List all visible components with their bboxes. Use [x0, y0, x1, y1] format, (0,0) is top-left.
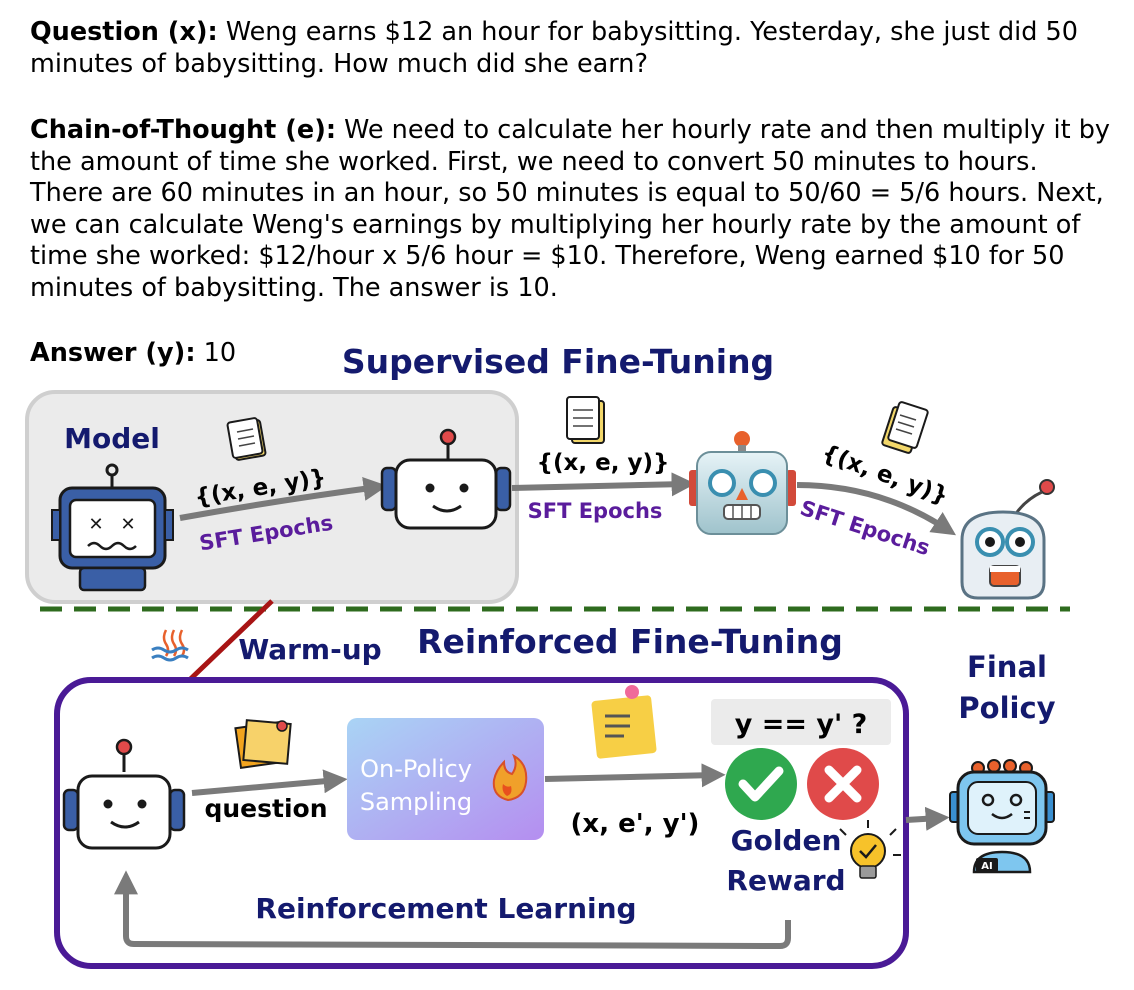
check-label-box [711, 699, 891, 745]
robot-icon [960, 479, 1055, 600]
sft-title: Supervised Fine-Tuning [342, 342, 774, 381]
cot-label: Chain-of-Thought (e): [30, 115, 337, 145]
golden-reward-label-2: Reward [726, 864, 845, 897]
on-policy-sampling-box [347, 718, 544, 840]
sticky-note-icon [234, 719, 292, 769]
sample-label: (x, e', y') [571, 809, 700, 839]
sticky-note-icon [591, 685, 657, 759]
question-paragraph: Question (x): Weng earns $12 an hour for… [30, 17, 1110, 80]
sft-data-label-2: {(x, e, y)} [537, 450, 670, 476]
cot-text: We need to calculate her hourly rate and… [30, 115, 1110, 303]
check-label: y == y' ? [735, 709, 868, 740]
warmup-label: Warm-up [238, 633, 381, 666]
ai-badge: AI [981, 861, 992, 872]
answer-value: 10 [203, 338, 237, 368]
question-flow-label: question [204, 794, 327, 823]
lightbulb-icon [839, 820, 901, 879]
robot-icon [380, 428, 512, 530]
robot-icon [689, 431, 796, 535]
sampling-label-1: On-Policy [360, 755, 472, 783]
final-policy-label-2: Policy [958, 691, 1055, 725]
document-icon [881, 401, 929, 454]
final-policy-label-1: Final [967, 650, 1047, 684]
cross-icon [807, 748, 879, 820]
question-text: Weng earns $12 an hour for babysitting. … [30, 17, 1078, 79]
svg-text:✕: ✕ [88, 514, 103, 535]
svg-text:✕: ✕ [120, 514, 135, 535]
rft-title: Reinforced Fine-Tuning [417, 622, 843, 661]
sft-epochs-label-3: SFT Epochs [797, 496, 933, 560]
document-icon [226, 417, 267, 461]
fire-icon [492, 753, 528, 802]
answer-label: Answer (y): [30, 338, 196, 368]
document-icon [566, 396, 605, 444]
heat-icon [151, 629, 189, 662]
robot-icon [62, 738, 186, 850]
final-policy-robot-icon: AI [949, 759, 1055, 874]
broken-robot-icon: ✕ ✕ [51, 463, 174, 592]
check-icon [725, 748, 797, 820]
cot-paragraph: Chain-of-Thought (e): We need to calcula… [30, 115, 1110, 304]
sampling-label-2: Sampling [360, 788, 472, 816]
rl-label: Reinforcement Learning [255, 892, 636, 925]
rl-loop-arrow [114, 870, 791, 950]
question-label: Question (x): [30, 17, 218, 47]
golden-reward-label-1: Golden [731, 824, 842, 857]
answer-line: Answer (y): 10 [30, 338, 236, 370]
sft-epochs-label-2: SFT Epochs [528, 499, 663, 523]
model-label: Model [64, 422, 160, 455]
